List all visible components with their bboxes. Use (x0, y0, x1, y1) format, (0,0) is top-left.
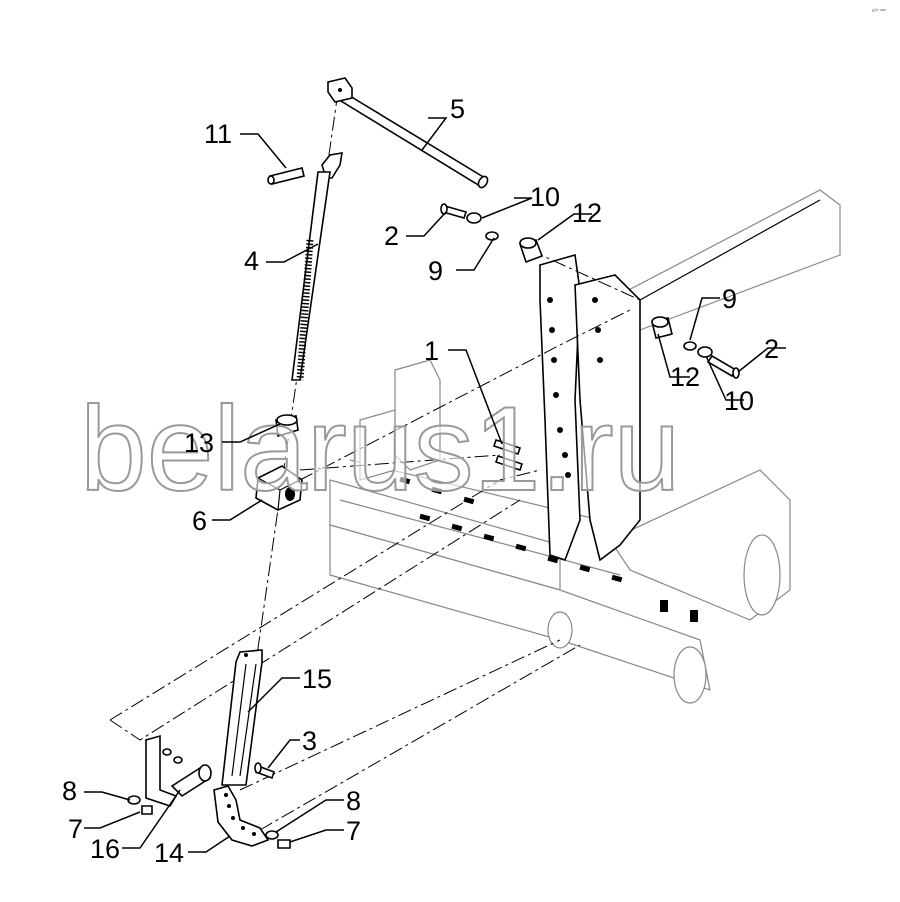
bracket-plate-rear (574, 274, 641, 562)
fastener-group-left (440, 203, 544, 264)
callout-11: 11 (204, 119, 232, 149)
callout-4: 4 (244, 246, 259, 276)
beam-slots (367, 466, 698, 622)
callout-2-right: 2 (764, 334, 779, 364)
callout-6: 6 (192, 506, 207, 536)
callout-7-left: 7 (68, 814, 83, 844)
callout-8-right: 8 (346, 786, 361, 816)
callout-2-left: 2 (384, 221, 399, 251)
assembly-lines (109, 91, 641, 831)
callout-7-right: 7 (346, 816, 361, 846)
callout-10-left: 10 (530, 182, 560, 212)
callout-16: 16 (90, 834, 120, 864)
washer-nut-right (265, 830, 291, 849)
callout-13: 13 (184, 428, 214, 458)
part-3-bolt (254, 762, 276, 780)
part-1-bolts (492, 438, 524, 472)
part-13-nut (275, 414, 299, 438)
callout-10-right: 10 (724, 386, 754, 416)
callout-1: 1 (424, 336, 439, 366)
corner-mark: s/ᵐ ᵃᵃᵃ (872, 8, 886, 14)
part-15-link (221, 649, 263, 786)
callout-3: 3 (302, 726, 317, 756)
callout-9-right: 9 (722, 284, 737, 314)
callout-12-right: 12 (670, 362, 700, 392)
part-11-pin (267, 167, 305, 185)
watermark: belarus1.ru (80, 382, 680, 516)
callout-8-left: 8 (62, 776, 77, 806)
fastener-group-right (651, 316, 740, 379)
machine-frame (329, 189, 841, 704)
callout-5: 5 (450, 94, 465, 124)
callout-12-left: 12 (572, 198, 602, 228)
part-4-threaded-rod (291, 152, 343, 381)
callout-14: 14 (154, 838, 184, 868)
part-5-rod (327, 77, 489, 189)
leader-lines (84, 117, 786, 853)
perforated-beam-lower (329, 524, 711, 691)
callouts: 5 11 4 2 10 12 9 9 2 1 12 10 13 6 15 3 8… (62, 94, 779, 868)
bracket-holes (547, 297, 603, 478)
part-16-bracket (145, 734, 212, 807)
callout-15: 15 (302, 664, 332, 694)
part-14-plate (213, 785, 270, 847)
part-6-block (255, 465, 303, 511)
callout-9-left: 9 (428, 256, 443, 286)
